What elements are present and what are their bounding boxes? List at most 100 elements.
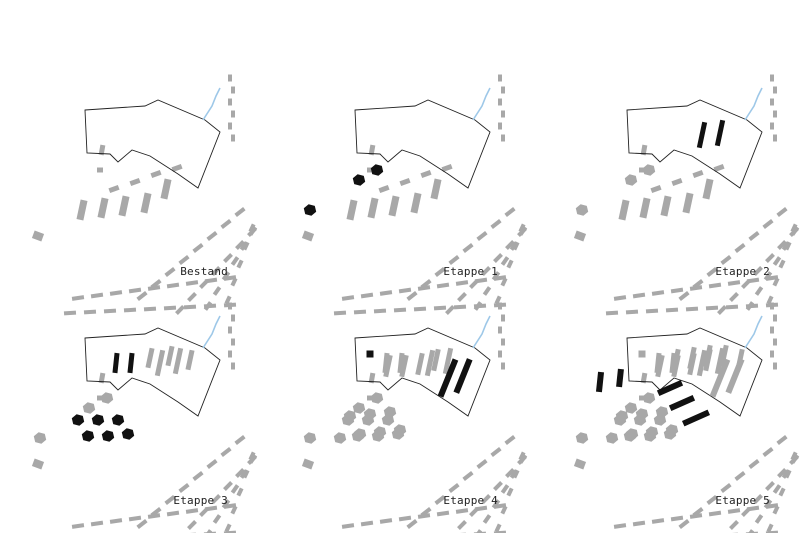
context-building	[64, 311, 76, 316]
context-building	[773, 111, 777, 118]
context-building	[97, 168, 103, 173]
context-building	[456, 280, 468, 286]
context-building	[223, 253, 233, 263]
panel-bestand	[32, 75, 257, 316]
context-building	[762, 447, 773, 457]
stream-line	[203, 88, 220, 120]
context-building	[374, 309, 386, 314]
context-building	[399, 516, 411, 522]
context-building	[462, 243, 473, 253]
context-building	[741, 507, 751, 517]
context-building	[501, 87, 505, 94]
context-building	[728, 508, 740, 514]
context-building	[186, 280, 198, 286]
polygon-tower	[101, 392, 113, 404]
context-building	[231, 315, 235, 322]
context-building	[445, 305, 455, 315]
context-building	[406, 519, 417, 529]
context-building	[437, 283, 449, 289]
context-building	[136, 291, 147, 301]
polygon-tower	[626, 428, 638, 440]
existing-bar	[618, 199, 629, 220]
existing-bar	[702, 178, 713, 199]
polygon-tower	[576, 204, 588, 216]
existing-bar	[660, 195, 671, 216]
polygon-tower	[34, 432, 46, 444]
existing-bar	[97, 197, 108, 218]
context-building	[762, 219, 773, 229]
context-building	[717, 305, 727, 315]
context-building	[633, 293, 645, 299]
context-building	[206, 459, 217, 469]
new-bar	[596, 372, 604, 393]
context-building	[506, 488, 513, 497]
context-building	[234, 435, 245, 445]
existing-bar	[399, 178, 410, 186]
context-building	[686, 307, 698, 312]
context-building	[498, 75, 502, 82]
context-building	[671, 288, 683, 294]
context-building	[144, 307, 156, 312]
polygon-tower	[643, 392, 655, 404]
context-building	[765, 481, 775, 491]
context-building	[706, 306, 718, 311]
context-building	[199, 507, 209, 517]
context-building	[178, 483, 189, 493]
context-building	[726, 305, 738, 310]
context-building	[399, 288, 411, 294]
context-building	[167, 511, 179, 517]
existing-bar	[160, 178, 171, 199]
polygon-tower	[304, 432, 316, 444]
context-building	[770, 99, 774, 106]
context-building	[228, 327, 232, 334]
context-building	[361, 521, 373, 527]
context-building	[462, 471, 473, 481]
context-building	[770, 351, 774, 358]
polygon-tower	[354, 428, 366, 440]
context-building	[394, 308, 406, 313]
context-building	[506, 260, 513, 269]
context-building	[469, 279, 479, 289]
existing-bar	[367, 197, 378, 218]
context-building	[646, 309, 658, 314]
existing-bar	[639, 197, 650, 218]
context-building	[720, 255, 731, 265]
context-building	[104, 309, 116, 314]
context-building	[199, 279, 209, 289]
context-building	[498, 99, 502, 106]
polygon-tower	[384, 406, 396, 418]
context-building	[498, 351, 502, 358]
polygon-tower	[371, 164, 383, 176]
context-building	[434, 306, 446, 311]
existing-bar	[650, 185, 661, 193]
context-building	[184, 305, 196, 310]
context-building	[414, 307, 426, 312]
new-bar	[616, 369, 624, 388]
context-building	[206, 231, 217, 241]
context-building	[671, 516, 683, 522]
label-etappe-5: Etappe 5	[650, 494, 770, 507]
context-building	[501, 339, 505, 346]
context-building	[490, 447, 501, 457]
panel-etappe-1	[302, 75, 527, 316]
polygon-tower	[364, 408, 376, 420]
context-building	[770, 303, 774, 310]
context-building	[574, 459, 586, 470]
new-bar	[155, 350, 165, 376]
context-building	[748, 459, 759, 469]
stream-line	[203, 316, 220, 348]
existing-bar	[346, 199, 357, 220]
label-bestand: Bestand	[108, 265, 228, 278]
context-building	[231, 363, 235, 370]
context-building	[498, 327, 502, 334]
context-building	[457, 292, 467, 302]
context-building	[236, 488, 243, 497]
context-building	[231, 339, 235, 346]
context-building	[187, 520, 197, 530]
context-building	[778, 260, 785, 269]
context-building	[72, 523, 84, 529]
context-building	[501, 315, 505, 322]
context-building	[220, 219, 231, 229]
context-building	[302, 231, 314, 242]
